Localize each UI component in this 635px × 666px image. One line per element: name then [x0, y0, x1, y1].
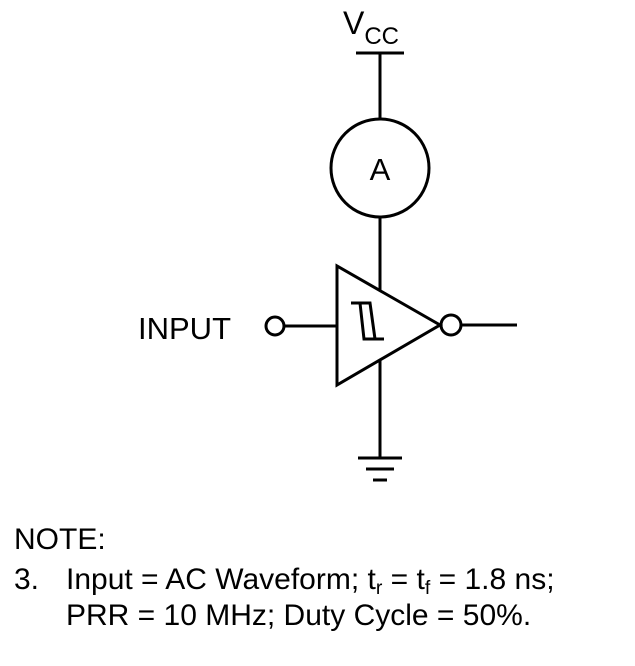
note-number: 3.: [14, 563, 40, 596]
test-circuit-diagram: VCC A INPUT: [138, 5, 517, 482]
note-line-1: 3. Input = AC Waveform; tr = tf = 1.8 ns;: [14, 562, 629, 598]
note-text-part-c: = 1.8 ns;: [430, 563, 555, 596]
fall-time-subscript: f: [424, 576, 431, 599]
schmitt-hysteresis-icon: [351, 301, 384, 341]
note-block: NOTE: 3. Input = AC Waveform; tr = tf = 1…: [14, 522, 629, 634]
note-text-part-b: = t: [382, 563, 425, 596]
note-text-line-2: PRR = 10 MHz; Duty Cycle = 50%.: [66, 599, 532, 632]
input-terminal: [264, 315, 286, 337]
schmitt-inverter-symbol: [335, 263, 443, 388]
ground-icon: [358, 456, 402, 482]
rise-time-subscript: r: [375, 576, 383, 599]
vcc-label: VCC: [343, 5, 399, 50]
note-title: NOTE:: [14, 523, 106, 556]
input-label: INPUT: [138, 311, 231, 346]
ammeter-label: A: [370, 152, 391, 187]
output-bubble: [439, 313, 463, 337]
note-text-part-a: Input = AC Waveform; t: [66, 563, 376, 596]
note-line-2: PRR = 10 MHz; Duty Cycle = 50%.: [14, 598, 629, 634]
